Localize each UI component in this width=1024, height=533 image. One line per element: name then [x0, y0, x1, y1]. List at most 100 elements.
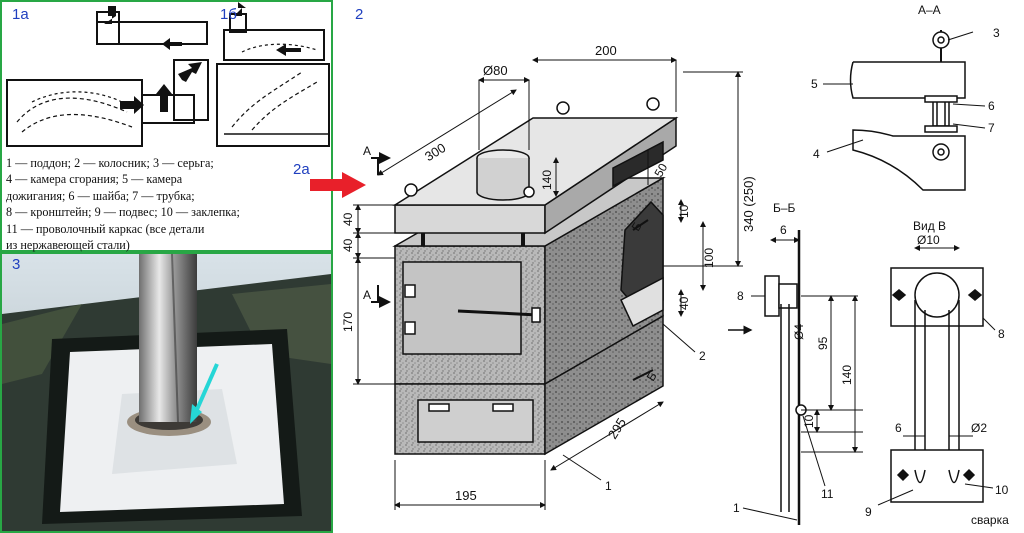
section-aa-labels: А–А 3 5 6 7 4	[811, 3, 1000, 161]
dim-flue-depth: 140	[540, 170, 554, 190]
pipe-seam	[171, 254, 179, 423]
arrow-up-icon	[152, 84, 172, 112]
firebox-1a	[6, 79, 143, 147]
arrow-left-icon	[162, 38, 182, 50]
leader-1-bb	[742, 507, 798, 521]
photo-panel: 3	[0, 252, 333, 533]
leader-4	[826, 139, 864, 153]
door-latch	[531, 307, 541, 323]
dim-bottom-width: 195	[455, 488, 477, 503]
flame-path-1b-3	[241, 43, 318, 53]
grate	[620, 276, 664, 328]
airflow-sketches	[6, 2, 330, 147]
firebox-door	[402, 261, 522, 355]
chamber-4-section	[852, 129, 966, 191]
weld-bend	[914, 469, 926, 484]
panel-label-1b: 1б	[220, 6, 237, 23]
washer	[924, 125, 958, 133]
arrow-up-right-icon	[178, 62, 202, 82]
sketch-1a-arrows	[104, 6, 202, 114]
lug	[646, 97, 660, 111]
red-arrow-icon	[310, 172, 366, 198]
dim-height-total: 340 (250)	[741, 176, 756, 232]
legend-line: дожигания; 6 — шайба; 7 — трубка;	[6, 188, 195, 203]
label-6: 6	[988, 99, 995, 113]
arrow-out-icon	[104, 6, 116, 24]
drawing-panel: 2	[333, 0, 1024, 533]
door-hinge	[404, 321, 416, 335]
legend: 1 — поддон; 2 — колосник; 3 — серьга; 4 …	[6, 155, 332, 253]
sketch-1a	[6, 11, 209, 147]
weld-label: сварка	[971, 513, 1009, 527]
door-hinge	[404, 284, 416, 298]
legend-line: из нержавеющей стали)	[6, 238, 130, 253]
dimension-lines	[353, 57, 743, 510]
arrow-right-icon	[120, 96, 144, 114]
leader-3	[947, 31, 974, 41]
section-bb-labels: Б–Б 6 8 Ø4 95 140 10 11 1	[733, 201, 854, 515]
label-7: 7	[988, 121, 995, 135]
chimney-pipe	[139, 254, 197, 422]
chamber-5-section	[849, 61, 966, 99]
section-b-mark	[632, 219, 649, 231]
flame-path-1b-2	[251, 81, 318, 131]
dim-firebox-height: 170	[341, 312, 355, 332]
leader-8-view	[982, 317, 996, 331]
legend-line: 11 — проволочный каркас (все детали	[6, 221, 205, 236]
indicator-line	[193, 363, 219, 415]
dim-10: 10	[802, 414, 816, 428]
camo-patch	[232, 284, 331, 364]
dim-depth: 300	[422, 140, 448, 164]
afterburn-chamber-front	[394, 204, 546, 234]
dim-95: 95	[816, 336, 830, 350]
dim-line-depth	[377, 89, 517, 176]
panel-label-3: 3	[12, 256, 21, 273]
label-5: 5	[811, 77, 818, 91]
lug	[523, 186, 535, 198]
section-b-mark	[632, 369, 654, 381]
view-v-title: Вид В	[913, 219, 946, 233]
label-8-view: 8	[998, 327, 1005, 341]
flue-slot	[612, 140, 664, 188]
dim-pipe-diameter: Ø80	[483, 63, 508, 78]
dim-grate-gap: 10	[677, 204, 691, 218]
dim-width-top: 200	[595, 43, 617, 58]
lug-3-hole	[937, 36, 945, 44]
panel-label-2: 2	[355, 6, 364, 23]
flame-path-1a-3	[31, 91, 123, 103]
section-aa	[823, 30, 986, 191]
section-aa-title: А–А	[918, 3, 941, 17]
dim-140: 140	[840, 365, 854, 385]
riser-1a	[173, 59, 209, 121]
drawer-handle	[492, 403, 514, 412]
lug-bottom-hole	[937, 148, 945, 156]
leader-1	[562, 454, 602, 481]
legend-line: 8 — кронштейн; 9 — подвес; 10 — заклепка…	[6, 205, 240, 220]
dim-flue-height: 50	[651, 161, 670, 180]
label-11: 11	[821, 487, 834, 501]
drawer-handle	[428, 403, 450, 412]
dim-grate-height: 100	[702, 248, 716, 268]
pipe-body	[476, 158, 530, 201]
lug	[404, 183, 418, 197]
weld-bend	[948, 469, 960, 484]
chimney-1a	[96, 11, 120, 45]
view-v	[877, 245, 996, 506]
dim-grate-bottom: 40	[677, 296, 691, 310]
leader-9	[877, 489, 914, 506]
washer-6	[924, 95, 958, 103]
door-handle	[457, 309, 539, 317]
section-a-label: А	[363, 288, 371, 302]
arrow-left-icon-1b	[276, 44, 301, 56]
dim-phi4: Ø4	[792, 324, 806, 340]
view-v-labels: Вид В Ø10 8 6 Ø2 10 9 сварка	[865, 219, 1009, 527]
label-4: 4	[813, 147, 820, 161]
leader-6	[952, 103, 986, 107]
tent-roof-photo	[2, 254, 331, 531]
callout-1: 1	[605, 479, 612, 493]
section-a-label: А	[363, 144, 371, 158]
rivet	[891, 289, 907, 301]
rivet	[962, 468, 976, 482]
label-10: 10	[995, 483, 1009, 497]
